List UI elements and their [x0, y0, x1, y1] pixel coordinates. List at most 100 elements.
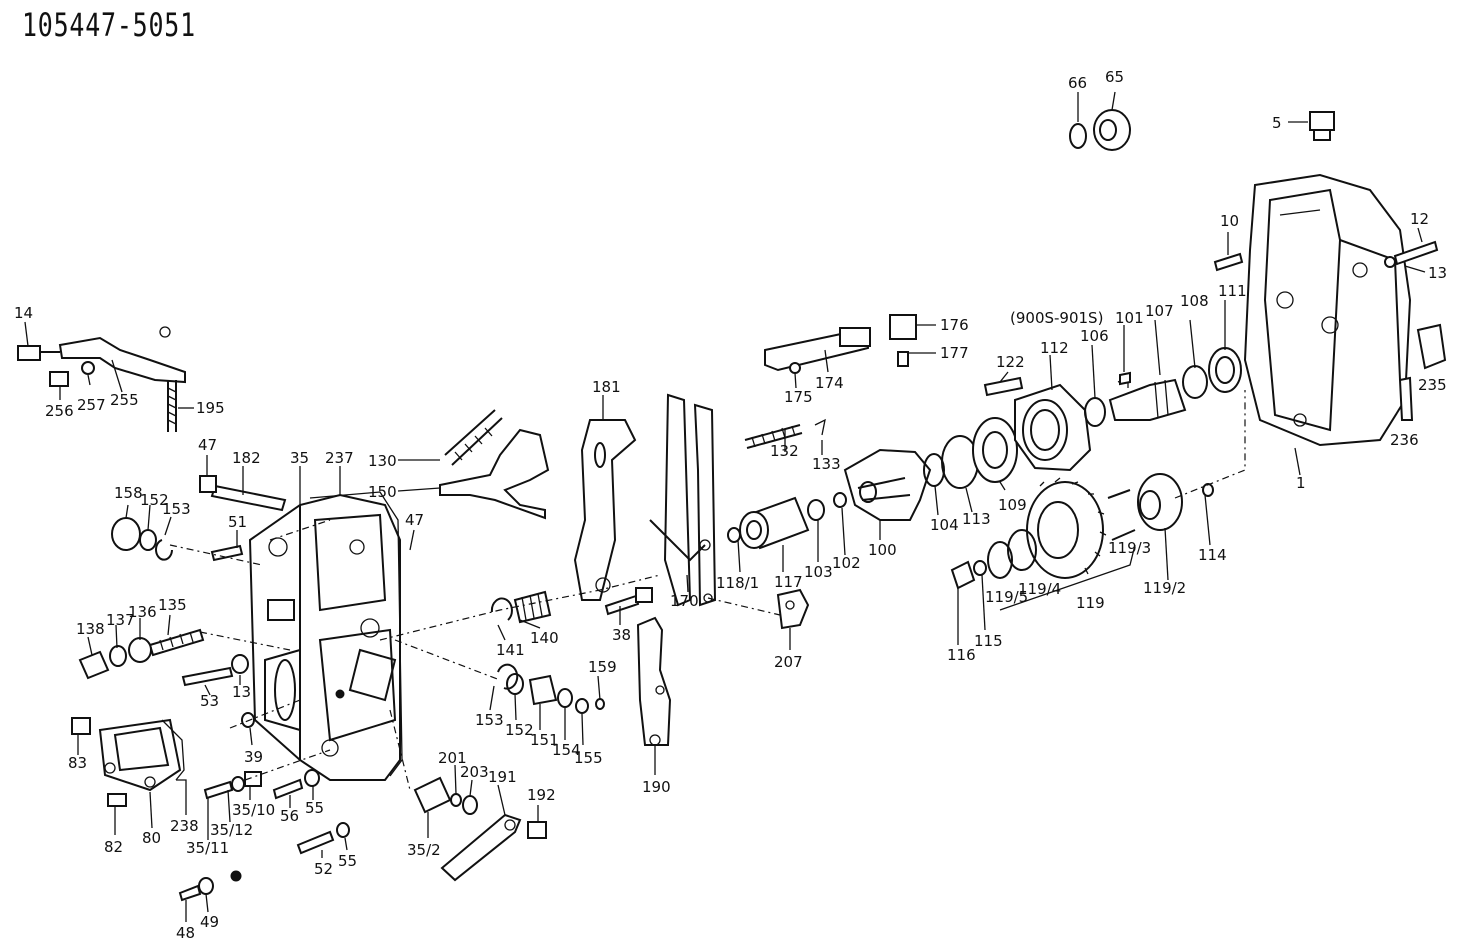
label-182: 182 [232, 449, 261, 467]
label-119: 119 [1076, 594, 1105, 612]
label-174: 174 [815, 374, 844, 392]
label-191: 191 [488, 768, 517, 786]
bracket-255 [17, 326, 186, 432]
label-141: 141 [496, 641, 525, 659]
governor-housing-35 [248, 493, 401, 781]
screws-bottom-left [178, 544, 350, 902]
label-49: 49 [200, 913, 219, 931]
cap-158 [111, 517, 173, 561]
sleeve-117 [727, 492, 847, 550]
nut-65-washer-66 [1069, 91, 1131, 151]
label-107: 107 [1145, 302, 1174, 320]
label-13b: 13 [232, 683, 251, 701]
label-115: 115 [974, 632, 1003, 650]
label-122: 122 [996, 353, 1025, 371]
label-181: 181 [592, 378, 621, 396]
flyweight-100 [843, 448, 932, 521]
label-13a: 13 [1428, 264, 1447, 282]
label-150: 150 [368, 483, 397, 501]
label-83: 83 [68, 754, 87, 772]
label-155: 155 [574, 749, 603, 767]
label-103: 103 [804, 563, 833, 581]
label-116: 116 [947, 646, 976, 664]
spring-132 [744, 418, 826, 449]
label-113: 113 [962, 510, 991, 528]
label-176: 176 [940, 316, 969, 334]
flange-112 [983, 376, 1092, 472]
label-153a: 153 [162, 500, 191, 518]
label-238: 238 [170, 817, 199, 835]
alignment-lines [169, 390, 1246, 791]
label-102: 102 [832, 554, 861, 572]
small-parts-right [1119, 240, 1447, 421]
label-10: 10 [1220, 212, 1239, 230]
label-35-2: 35/2 [407, 841, 441, 859]
part-number-title: 105447-5051 [22, 6, 196, 44]
parts-35-2-191 [413, 776, 547, 882]
bracket-174 [764, 314, 917, 374]
leader-lines [24, 227, 1426, 922]
label-203: 203 [460, 763, 489, 781]
label-51: 51 [228, 513, 247, 531]
label-236: 236 [1390, 431, 1419, 449]
label-235: 235 [1418, 376, 1447, 394]
label-101: 101 [1115, 309, 1144, 327]
label-5: 5 [1272, 114, 1282, 132]
label-53: 53 [200, 692, 219, 710]
label-175: 175 [784, 388, 813, 406]
label-170: 170 [670, 592, 699, 610]
label-35-11: 35/11 [186, 839, 229, 857]
label-47b: 47 [405, 511, 424, 529]
cover-80 [71, 717, 185, 807]
label-52: 52 [314, 860, 333, 878]
bearing-109 [923, 417, 1018, 489]
label-119-4: 119/4 [1018, 580, 1061, 598]
label-106: 106 [1080, 327, 1109, 345]
label-137: 137 [106, 611, 135, 629]
pin-182 [199, 475, 287, 512]
label-152b: 152 [505, 721, 534, 739]
lever-150 [439, 409, 550, 520]
label-55a: 55 [305, 799, 324, 817]
label-66: 66 [1068, 74, 1087, 92]
label-207: 207 [774, 653, 803, 671]
label-159: 159 [588, 658, 617, 676]
label-subtitle: (900S-901S) [1010, 309, 1103, 327]
label-104: 104 [930, 516, 959, 534]
label-47a: 47 [198, 436, 217, 454]
shaft-107 [1084, 347, 1242, 427]
label-111: 111 [1218, 282, 1247, 300]
label-118-1: 118/1 [716, 574, 759, 592]
label-82: 82 [104, 838, 123, 856]
label-114: 114 [1198, 546, 1227, 564]
label-108: 108 [1180, 292, 1209, 310]
part-labels: (900S-901S) 5 66 65 10 12 13 111 108 107… [14, 68, 1447, 942]
label-140: 140 [530, 629, 559, 647]
plug-5 [1288, 111, 1335, 141]
label-153b: 153 [475, 711, 504, 729]
label-158: 158 [114, 484, 143, 502]
label-55b: 55 [338, 852, 357, 870]
label-56: 56 [280, 807, 299, 825]
label-100: 100 [868, 541, 897, 559]
link-170 [649, 393, 717, 607]
gasket-237 [309, 491, 403, 777]
label-35-10: 35/10 [232, 801, 275, 819]
label-35: 35 [290, 449, 309, 467]
label-119-3: 119/3 [1108, 539, 1151, 557]
label-190: 190 [642, 778, 671, 796]
pump-housing-1 [1243, 173, 1412, 447]
label-135: 135 [158, 596, 187, 614]
label-35-12: 35/12 [210, 821, 253, 839]
label-136: 136 [128, 603, 157, 621]
label-109: 109 [998, 496, 1027, 514]
adjust-screw-135 [78, 628, 205, 680]
label-12: 12 [1410, 210, 1429, 228]
gear-119 [950, 473, 1214, 590]
label-39: 39 [244, 748, 263, 766]
label-132: 132 [770, 442, 799, 460]
screw-38 [604, 587, 653, 616]
label-237: 237 [325, 449, 354, 467]
label-119-5: 119/5 [985, 588, 1028, 606]
label-257: 257 [77, 396, 106, 414]
